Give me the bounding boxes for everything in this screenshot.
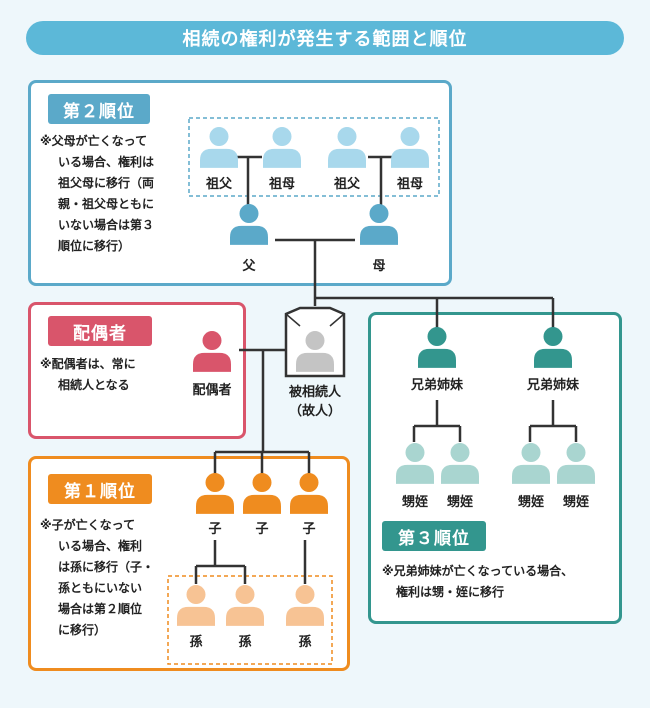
child-3-label: 子 — [302, 522, 316, 537]
grandparents-frame — [188, 117, 440, 197]
spouse-person-icon — [193, 331, 231, 372]
nephew-niece-4-label: 甥姪 — [562, 495, 589, 510]
child-2-label: 子 — [255, 522, 269, 537]
sibling-2-icon — [534, 327, 572, 368]
grandmother-2-icon — [391, 127, 429, 168]
third-rank-note: ※兄弟姉妹が亡くなっている場合、 権利は甥・姪に移行 — [382, 564, 574, 599]
grandchild-1-icon — [177, 585, 215, 626]
father-label: 父 — [242, 259, 256, 274]
sibling-1-icon — [418, 327, 456, 368]
page-title: 相続の権利が発生する範囲と順位 — [26, 21, 624, 55]
grandfather-1-label: 祖父 — [205, 177, 232, 192]
first-rank-label: 第１順位 — [48, 474, 152, 504]
spouse-label: 配偶者 — [48, 316, 152, 346]
nephew-niece-1-icon — [396, 443, 434, 484]
spouse-person-label: 配偶者 — [192, 383, 232, 398]
grandfather-2-label: 祖父 — [333, 177, 360, 192]
nephew-niece-2-icon — [441, 443, 479, 484]
grandfather-2-icon — [328, 127, 366, 168]
spouse-note: ※配偶者は、常に 相続人となる — [40, 357, 136, 392]
grandmother-1-icon — [263, 127, 301, 168]
grandchild-2-icon — [226, 585, 264, 626]
first-rank-note: ※子が亡くなって いる場合、権利 は孫に移行（子・ 孫ともにいない 場合は第２順… — [40, 518, 155, 637]
second-rank-label: 第２順位 — [48, 94, 150, 124]
grandfather-1-icon — [200, 127, 238, 168]
second-rank-note: ※父母が亡くなって いる場合、権利は 祖父母に移行（両 親・祖父母ともに いない… — [40, 134, 155, 253]
third-rank-label: 第３順位 — [382, 521, 486, 551]
father-icon — [230, 204, 268, 245]
child-1-icon — [196, 473, 234, 514]
nephew-niece-2-label: 甥姪 — [446, 495, 473, 510]
nephew-niece-4-icon — [557, 443, 595, 484]
nephew-niece-1-label: 甥姪 — [401, 495, 428, 510]
deceased-label: 被相続人 （故人） — [288, 385, 341, 419]
child-3-icon — [290, 473, 328, 514]
mother-label: 母 — [372, 259, 386, 274]
connector-lines — [194, 155, 578, 584]
nephew-niece-3-icon — [512, 443, 550, 484]
child-2-icon — [243, 473, 281, 514]
grandmother-1-label: 祖母 — [268, 177, 295, 192]
sibling-2-label: 兄弟姉妹 — [526, 378, 579, 393]
grandchild-1-label: 孫 — [189, 635, 203, 650]
mother-icon — [360, 204, 398, 245]
nephew-niece-3-label: 甥姪 — [517, 495, 544, 510]
child-1-label: 子 — [208, 522, 222, 537]
grandchild-2-label: 孫 — [238, 635, 252, 650]
grandchild-3-icon — [286, 585, 324, 626]
grandchild-3-label: 孫 — [298, 635, 312, 650]
grandmother-2-label: 祖母 — [396, 177, 423, 192]
sibling-1-label: 兄弟姉妹 — [410, 378, 463, 393]
